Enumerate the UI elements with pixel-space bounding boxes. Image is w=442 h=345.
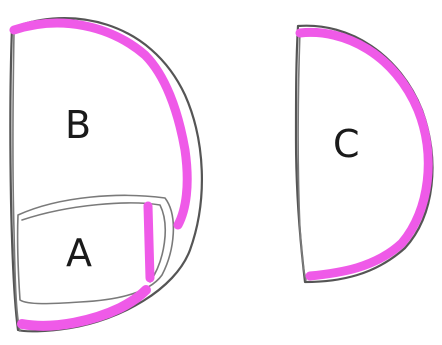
- highlight-top-arc: [14, 23, 187, 225]
- highlight-region-a-bar: [148, 206, 150, 278]
- left-shape-outline: [10, 18, 202, 331]
- right-shape: C: [296, 26, 432, 282]
- region-b-label: B: [65, 103, 91, 147]
- region-a-outline-sketch: [22, 203, 165, 282]
- region-a-label: A: [66, 231, 92, 275]
- left-shape: B A: [10, 18, 202, 331]
- right-shape-outline: [296, 26, 432, 282]
- highlight-right-arc: [300, 32, 428, 276]
- right-shape-outline-sketch: [298, 30, 306, 280]
- region-c-label: C: [333, 122, 360, 166]
